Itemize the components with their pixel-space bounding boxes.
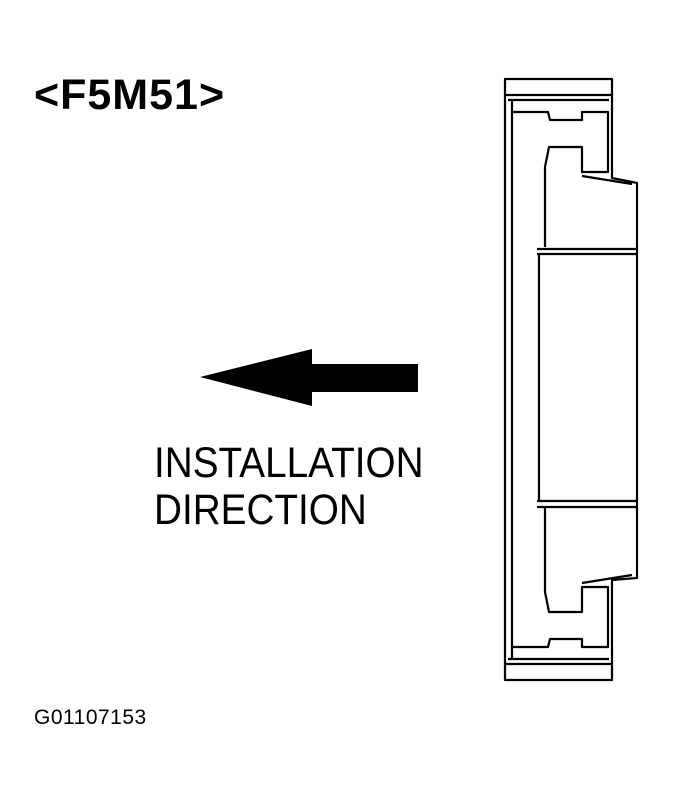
lower-bore-edge xyxy=(581,573,633,585)
upper-bore-edge xyxy=(581,174,633,186)
installation-direction-caption: INSTALLATION DIRECTION xyxy=(154,440,424,534)
figure-id: G01107153 xyxy=(34,706,147,729)
caption-line-1: INSTALLATION xyxy=(154,439,424,487)
model-code-title: <F5M51> xyxy=(34,71,226,119)
caption-line-2: DIRECTION xyxy=(154,486,367,534)
part-outline xyxy=(503,77,639,682)
upper-pocket xyxy=(512,110,610,247)
lower-pocket xyxy=(512,507,610,649)
